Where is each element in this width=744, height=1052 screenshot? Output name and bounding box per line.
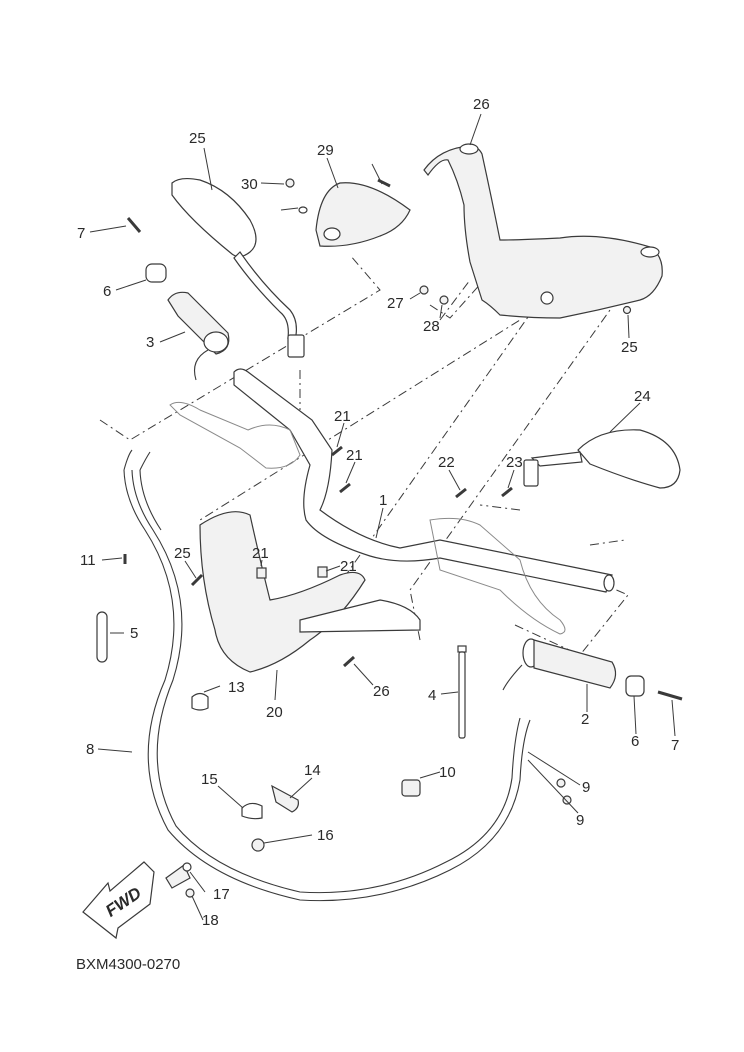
callout-25-bottom[interactable]: 26 — [373, 683, 390, 700]
rivet-26b — [439, 295, 449, 305]
callout-2[interactable]: 2 — [581, 711, 589, 728]
grip-end-weight-right[interactable] — [625, 675, 645, 697]
screw-28 — [285, 178, 295, 188]
cap-9a — [556, 778, 566, 788]
washer-29 — [298, 206, 308, 214]
forward-direction-arrow: FWD — [82, 861, 155, 940]
cable-tie[interactable] — [457, 645, 467, 739]
callout-26a[interactable]: 27 — [387, 295, 404, 312]
callout-20[interactable]: 20 — [266, 704, 283, 721]
grip-end-weight-left[interactable] — [145, 263, 167, 283]
callout-17[interactable]: 18 — [202, 912, 219, 929]
nut-22 — [256, 567, 267, 579]
screw-25-bottom — [342, 655, 356, 668]
holder-13 — [271, 784, 299, 813]
callout-8[interactable]: 8 — [86, 741, 94, 758]
rivet-26a — [419, 285, 429, 295]
callout-9a[interactable]: 9 — [582, 779, 590, 796]
clamp-14 — [241, 802, 263, 820]
callout-6-right[interactable]: 6 — [631, 733, 639, 750]
callout-3[interactable]: 3 — [146, 334, 154, 351]
callout-14[interactable]: 15 — [201, 771, 218, 788]
callout-12[interactable]: 13 — [228, 679, 245, 696]
callout-25-top[interactable]: 25 — [621, 339, 638, 356]
callout-21c[interactable]: 22 — [438, 454, 455, 471]
right-mirror[interactable] — [523, 429, 681, 489]
screw-21d — [501, 486, 513, 498]
clamp-11 — [401, 779, 421, 797]
screw-21b — [339, 482, 351, 494]
lower-handle-cover[interactable] — [199, 511, 421, 673]
assembly-guide-lines — [99, 254, 629, 656]
holder-16 — [165, 862, 192, 889]
callout-21d[interactable]: 23 — [506, 454, 523, 471]
callout-26b[interactable]: 28 — [423, 318, 440, 335]
screw-21a — [331, 445, 343, 457]
emblem-30 — [377, 178, 391, 188]
callout-7-left[interactable]: 7 — [77, 225, 85, 242]
callout-25-left[interactable]: 25 — [174, 545, 191, 562]
callout-15[interactable]: 16 — [317, 827, 334, 844]
callout-21a[interactable]: 21 — [334, 408, 351, 425]
left-mirror[interactable] — [171, 177, 305, 358]
cap-9b — [562, 795, 572, 805]
callout-27[interactable]: 29 — [317, 142, 334, 159]
callout-22[interactable]: 21 — [252, 545, 269, 562]
callout-19[interactable]: 25 — [189, 130, 206, 147]
callout-21b[interactable]: 21 — [346, 447, 363, 464]
callout-24[interactable]: 26 — [473, 96, 490, 113]
callout-13[interactable]: 14 — [304, 762, 321, 779]
bolt-17 — [185, 888, 195, 898]
throttle-cable[interactable] — [123, 449, 531, 902]
left-grip[interactable] — [167, 291, 230, 381]
screw-25-left — [190, 573, 204, 587]
handlebar[interactable] — [169, 368, 615, 635]
screw-25-top — [622, 305, 632, 315]
small-cover[interactable] — [315, 182, 411, 247]
callout-5[interactable]: 5 — [130, 625, 138, 642]
bolt-15 — [251, 838, 265, 852]
nut-23 — [317, 566, 328, 578]
screw-7-right — [657, 690, 683, 701]
callout-labels: 25 29 30 7 6 3 26 27 28 25 24 21 21 22 2… — [77, 96, 679, 929]
screw-21c — [455, 487, 467, 499]
callout-4[interactable]: 4 — [428, 687, 436, 704]
leader-lines — [89, 113, 676, 921]
right-grip[interactable] — [502, 638, 617, 691]
band[interactable] — [96, 611, 108, 663]
callout-23[interactable]: 21 — [340, 558, 357, 575]
callout-7-right[interactable]: 7 — [671, 737, 679, 754]
screw-7-left — [126, 217, 142, 233]
upper-handle-cover[interactable] — [423, 143, 663, 319]
callout-11[interactable]: 10 — [439, 764, 456, 781]
callout-16[interactable]: 17 — [213, 886, 230, 903]
callout-10[interactable]: 11 — [80, 552, 96, 569]
diagram-code: BXM4300-0270 — [76, 956, 180, 973]
callout-28[interactable]: 30 — [241, 176, 258, 193]
callout-9b[interactable]: 9 — [576, 812, 584, 829]
callout-6-left[interactable]: 6 — [103, 283, 111, 300]
clamp-12 — [191, 692, 209, 711]
callout-1[interactable]: 1 — [379, 492, 387, 509]
callout-18[interactable]: 24 — [634, 388, 651, 405]
